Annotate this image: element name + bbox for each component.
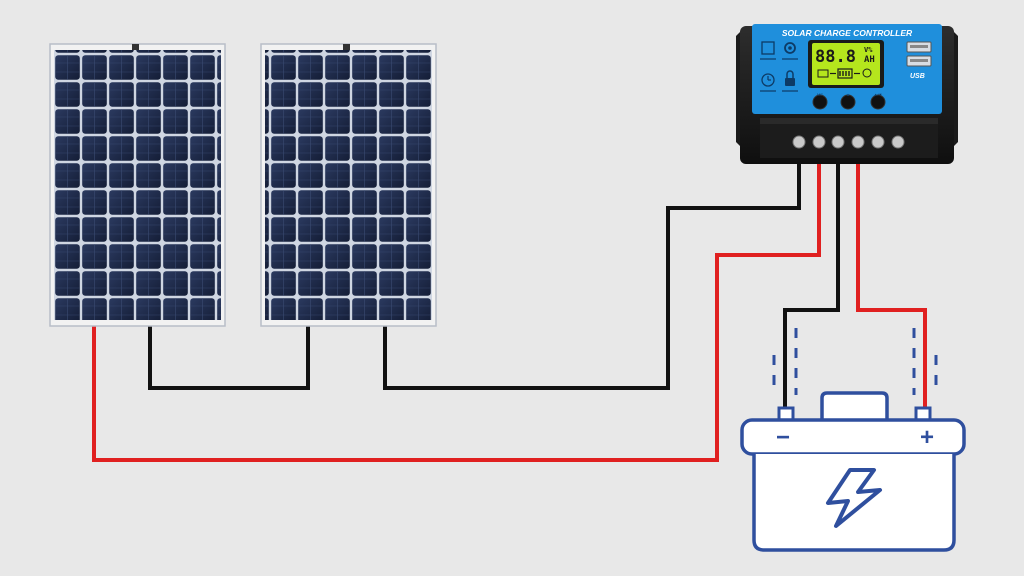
menu-button-label: ME: [817, 92, 823, 97]
wire-panel2-to-controller-black: [383, 148, 801, 390]
terminals: [792, 135, 905, 149]
lightning-bolt-icon: [826, 468, 882, 528]
controller-title: SOLAR CHARGE CONTROLLER: [782, 28, 913, 38]
clock-icon: [761, 73, 775, 87]
wire-panel1-to-controller-red: [92, 148, 821, 462]
terminal-block: [760, 118, 938, 158]
battery-body: [752, 454, 956, 552]
charge-controller: SOLAR CHARGE CONTROLLER 88.8 V% AH: [736, 24, 958, 164]
terminal-screw-icon: [792, 135, 806, 149]
wires: [92, 148, 927, 462]
updown-button[interactable]: [870, 94, 886, 110]
terminal-screw-icon: [891, 135, 905, 149]
panel-status-icon: [761, 41, 775, 55]
positive-symbol: +: [920, 424, 934, 451]
lcd-digits: 88.8: [815, 47, 856, 67]
terminal-screw-icon: [812, 135, 826, 149]
junction-tab-icon: [343, 44, 350, 50]
lock-icon: [785, 78, 795, 86]
lcd-unit-top: V%: [864, 46, 873, 54]
lcd-panel-icon: [817, 69, 829, 78]
wire-controller-to-battery-negative-black: [783, 148, 840, 410]
solar-panel-2: [260, 43, 437, 327]
controller-buttons: ME ▲ ▲/▼: [812, 92, 886, 110]
junction-tab-icon: [132, 44, 139, 50]
wire-controller-to-battery-positive-red: [856, 148, 927, 410]
battery-handle: [820, 391, 889, 420]
terminal-screw-icon: [851, 135, 865, 149]
battery: − +: [740, 328, 966, 552]
lcd-bulb-icon: [862, 68, 872, 78]
menu-button[interactable]: [812, 94, 828, 110]
terminal-screw-icon: [871, 135, 885, 149]
gear-icon: [784, 42, 796, 54]
lcd-battery-icon: [837, 68, 853, 79]
solar-panel-1: [49, 43, 226, 327]
usb-ports: USB: [906, 41, 932, 80]
usb-label: USB: [910, 73, 925, 80]
up-button-label: ▲: [846, 92, 850, 97]
lcd-display: 88.8 V% AH: [808, 40, 884, 88]
up-button[interactable]: [840, 94, 856, 110]
lcd-unit-bottom: AH: [864, 55, 875, 65]
wire-panel1-to-panel2-black: [148, 320, 310, 390]
negative-symbol: −: [776, 424, 790, 451]
updown-button-label: ▲/▼: [873, 92, 882, 97]
terminal-screw-icon: [831, 135, 845, 149]
